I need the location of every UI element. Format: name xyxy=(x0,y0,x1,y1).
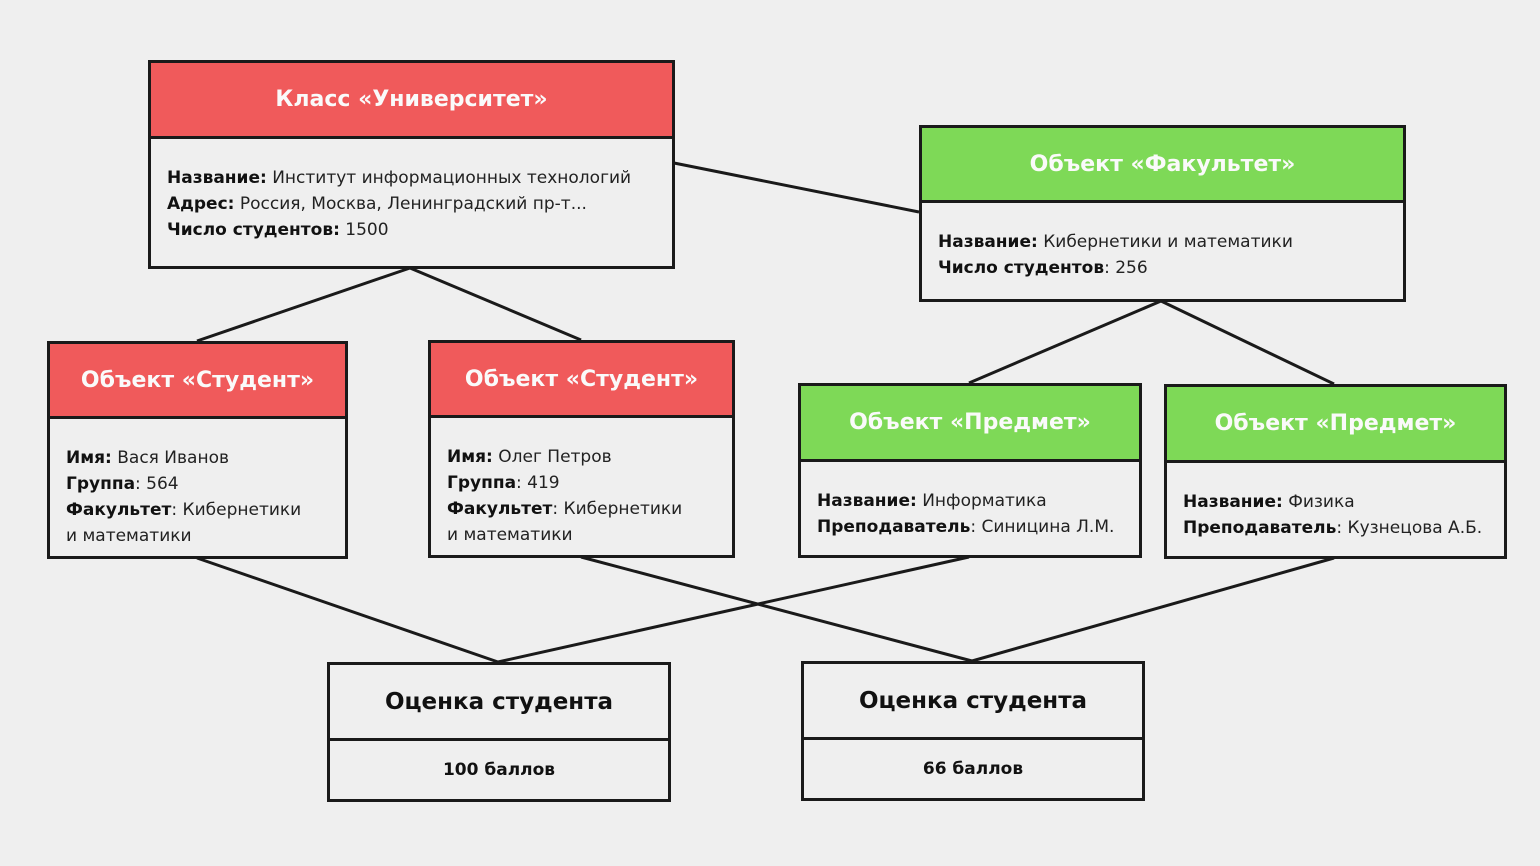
attribute-row: Название: Институт информационных технол… xyxy=(167,165,672,191)
grade-value: 100 баллов xyxy=(442,760,556,780)
attribute-label: Факультет xyxy=(66,500,172,520)
link-student2-grade2 xyxy=(580,555,973,663)
attribute-row: Группа: 564 xyxy=(66,471,345,497)
link-university-student1 xyxy=(196,266,411,343)
attribute-value: : 564 xyxy=(135,474,179,494)
attribute-value: : Кибернетики xyxy=(171,500,302,520)
attribute-label: Имя: xyxy=(447,447,493,467)
node-title: Объект «Студент» xyxy=(50,344,345,419)
link-university-faculty xyxy=(673,161,920,214)
attribute-row: Число студентов: 256 xyxy=(938,255,1403,281)
attribute-label: Преподаватель xyxy=(1183,518,1337,538)
attribute-row: Преподаватель: Синицина Л.М. xyxy=(817,514,1139,540)
attribute-row: Преподаватель: Кузнецова А.Б. xyxy=(1183,515,1504,541)
node-title: Объект «Факультет» xyxy=(922,128,1403,203)
attribute-value: Информатика xyxy=(916,491,1047,511)
attribute-value: Институт информационных технологий xyxy=(266,168,632,188)
attribute-row: Имя: Олег Петров xyxy=(447,444,732,470)
node-faculty: Объект «Факультет»Название: Кибернетики … xyxy=(919,125,1406,302)
node-grade2: Оценка студента 66 баллов xyxy=(801,661,1145,801)
attribute-value: Олег Петров xyxy=(492,447,612,467)
attribute-label: Адрес: xyxy=(167,194,235,214)
attribute-label: Название: xyxy=(817,491,917,511)
attribute-value: Кибернетики и математики xyxy=(1037,232,1293,252)
attribute-label: Название: xyxy=(938,232,1038,252)
node-body: 100 баллов xyxy=(330,741,668,799)
attribute-row: Число студентов: 1500 xyxy=(167,217,672,243)
attribute-value: Россия, Москва, Ленинградский пр-т... xyxy=(234,194,587,214)
attribute-value: : Синицина Л.М. xyxy=(970,517,1115,537)
attribute-row: Факультет: Кибернетики xyxy=(447,496,732,522)
attribute-value: 1500 xyxy=(339,220,389,240)
node-title: Класс «Университет» xyxy=(151,63,672,139)
attribute-row: и математики xyxy=(66,523,345,549)
attribute-value: : Кибернетики xyxy=(552,499,683,519)
attribute-value: и математики xyxy=(447,525,573,545)
attribute-label: Число студентов xyxy=(938,258,1105,278)
node-title: Объект «Предмет» xyxy=(801,386,1139,462)
link-subject2-grade2 xyxy=(971,556,1335,663)
link-faculty-subject2 xyxy=(1160,299,1335,386)
attribute-value: Физика xyxy=(1282,492,1355,512)
node-grade1: Оценка студента 100 баллов xyxy=(327,662,671,802)
attribute-row: Группа: 419 xyxy=(447,470,732,496)
link-university-student2 xyxy=(409,266,582,342)
link-subject1-grade1 xyxy=(497,555,970,664)
attribute-value: : 419 xyxy=(516,473,560,493)
attribute-label: Группа xyxy=(447,473,517,493)
node-title: Объект «Студент» xyxy=(431,343,732,418)
attribute-value: и математики xyxy=(66,526,192,546)
attribute-value: : 256 xyxy=(1104,258,1148,278)
link-student1-grade1 xyxy=(196,556,499,664)
attribute-label: Название: xyxy=(167,168,267,188)
attribute-label: Преподаватель xyxy=(817,517,971,537)
node-title: Оценка студента xyxy=(330,665,668,741)
attribute-label: Число студентов: xyxy=(167,220,340,240)
attribute-row: Факультет: Кибернетики xyxy=(66,497,345,523)
node-body: 66 баллов xyxy=(804,740,1142,798)
attribute-label: Группа xyxy=(66,474,136,494)
link-faculty-subject1 xyxy=(968,299,1162,385)
attribute-label: Имя: xyxy=(66,448,112,468)
attribute-row: Имя: Вася Иванов xyxy=(66,445,345,471)
attribute-row: Адрес: Россия, Москва, Ленинградский пр-… xyxy=(167,191,672,217)
node-university: Класс «Университет» Название: Институт ин… xyxy=(148,60,675,269)
attribute-row: и математики xyxy=(447,522,732,548)
attribute-row: Название: Кибернетики и математики xyxy=(938,229,1403,255)
attribute-label: Название: xyxy=(1183,492,1283,512)
attribute-value: : Кузнецова А.Б. xyxy=(1336,518,1483,538)
attribute-value: Вася Иванов xyxy=(111,448,229,468)
attribute-row: Название: Информатика xyxy=(817,488,1139,514)
attribute-label: Факультет xyxy=(447,499,553,519)
grade-value: 66 баллов xyxy=(922,759,1024,779)
node-body: Название: Институт информационных технол… xyxy=(151,139,672,243)
attribute-row: Название: Физика xyxy=(1183,489,1504,515)
node-title: Оценка студента xyxy=(804,664,1142,740)
node-title: Объект «Предмет» xyxy=(1167,387,1504,463)
